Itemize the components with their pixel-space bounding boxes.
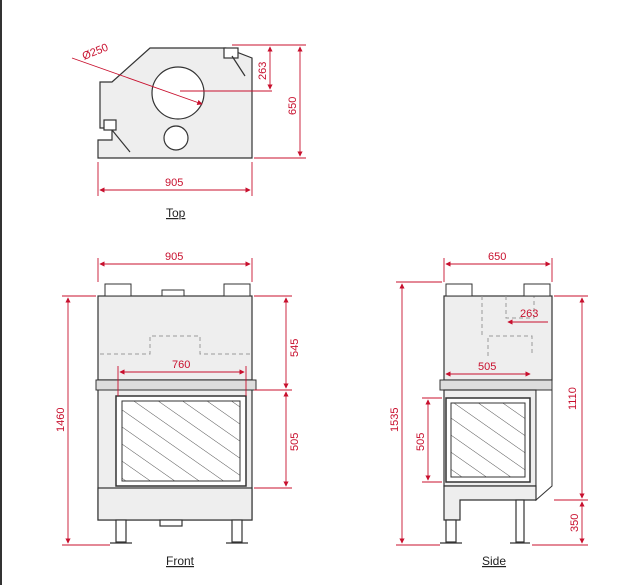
side-legs [440,499,530,544]
front-dimensions [62,258,292,546]
top-view: Ø250 263 650 905 Top [71,42,306,220]
side-brackets [445,283,551,297]
dim-top-263: 263 [257,62,269,80]
flue-circle-small [163,125,189,151]
front-band [95,379,257,391]
front-view: 905 760 545 505 1460 Front [55,251,301,568]
front-glass [121,400,241,482]
dim-side-1535: 1535 [389,408,401,432]
front-legs [110,519,248,544]
hinge-icon [103,47,246,153]
front-base [97,487,253,521]
label-side: Side [482,554,506,568]
side-view: 650 263 505 1110 350 1535 505 Side [389,251,588,568]
dim-front-545: 545 [289,339,301,357]
side-band [439,379,553,391]
dim-side-263: 263 [520,308,538,320]
dim-top-650: 650 [287,97,299,115]
side-hidden-flue [481,296,535,356]
side-dimensions [396,258,588,546]
dim-front-760: 760 [172,359,190,371]
side-upper-body [443,295,553,381]
side-base [443,485,537,521]
dim-side-505-height: 505 [415,433,427,451]
label-top: Top [166,206,186,220]
dim-side-505-width: 505 [478,361,496,373]
dim-side-350: 350 [569,514,581,532]
front-brackets [104,283,251,297]
dim-top-diameter: Ø250 [81,42,110,63]
top-dimensions [71,44,306,196]
flue-circle-large [151,66,205,120]
dim-top-905: 905 [165,177,183,189]
front-hidden-box [100,335,250,355]
dim-front-1460: 1460 [55,408,67,432]
left-border [0,0,2,585]
label-front: Front [166,554,195,568]
front-upper-body [97,295,253,381]
side-right-panel [535,389,553,502]
dim-side-1110: 1110 [567,387,579,410]
dim-front-505: 505 [289,433,301,451]
side-glass [450,402,526,478]
dim-side-650: 650 [488,251,506,263]
dim-front-905: 905 [165,251,183,263]
